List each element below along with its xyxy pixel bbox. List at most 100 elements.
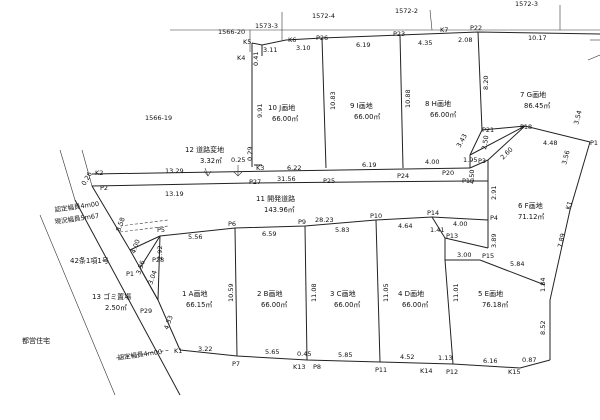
dim-0-29: 0.29 [246,147,254,161]
pt-p19: P19 [462,177,474,185]
pt-p14: P14 [427,209,439,217]
road-route: 42条1項1号 [70,256,109,265]
dim-4-48: 4.48 [543,139,557,147]
lot-e-label: 5 E画地 [478,289,503,298]
dimension-labels: 3.11 3.10 6.19 4.35 2.08 10.17 0.41 9.91… [80,34,584,365]
pt-p8: P8 [313,363,321,371]
dim-5-65: 5.65 [265,348,279,356]
parcel-1566-19: 1566-19 [145,114,172,122]
dim-2-08: 2.08 [458,36,472,44]
pt-p6: P6 [228,220,236,228]
dim-3-22: 3.22 [198,345,212,353]
lot-g-area: 86.45㎡ [524,101,550,110]
lot-c-area: 66.00㎡ [334,300,360,309]
dim-0-41: 0.41 [252,52,260,66]
lot-i-label: 9 I画地 [350,101,373,110]
parcel-1572-4: 1572-4 [312,12,335,20]
pt-k1-right: K1 [564,200,574,210]
pt-p25: P25 [323,177,335,185]
dim-6-22: 6.22 [287,164,301,172]
pt-k15: K15 [508,368,521,376]
parcel-1572-3: 1572-3 [515,0,538,8]
lot-h-label: 8 H画地 [425,99,451,108]
dim-11-05: 11.05 [382,283,390,302]
dim-4-00: 4.00 [425,158,439,166]
pt-p11: P11 [375,366,387,374]
dim-4-52: 4.52 [400,353,414,361]
dim-2-50: 2.50 [480,135,490,151]
dim-5-84: 5.84 [510,260,524,268]
pt-k5: K5 [243,38,251,46]
lot-a-label: 1 A画地 [182,289,207,298]
dim-10-59: 10.59 [227,283,235,302]
dim-11-08: 11.08 [310,283,318,302]
boundary-lines [39,31,600,396]
lot-b-label: 2 B画地 [257,289,282,298]
dimension-marks [115,45,263,359]
dim-4-50: 4.50 [468,170,476,184]
dim-9-91: 9.91 [256,104,264,118]
lot-f-label: 6 F画地 [518,201,543,210]
dim-4-64: 4.64 [398,222,412,230]
pt-k2: K2 [95,169,103,177]
dim-3-89: 3.89 [490,234,498,248]
parcel-1573-3: 1573-3 [255,22,278,30]
lot-c-label: 3 C画地 [330,289,356,298]
dim-0-45: 0.45 [297,350,311,358]
pt-p18: P18 [520,123,532,131]
dim-4-00b: 4.00 [453,220,467,228]
dim-3-04: 3.04 [146,269,158,285]
lot-12-area: 3.32㎡ [200,156,222,165]
pt-p24: P24 [397,172,409,180]
dim-7-89: 7.89 [556,233,567,249]
lot-labels: 10 J画地 66.00㎡ 9 I画地 66.00㎡ 8 H画地 66.00㎡ … [92,90,550,312]
pt-k4: K4 [237,54,245,62]
dim-8-58: 8.58 [114,216,126,232]
dim-10-83: 10.83 [329,91,337,110]
dim-4-00c: 4.00 [129,238,141,254]
dim-5-85: 5.85 [338,351,352,359]
pt-p17: P1 [590,139,598,147]
pt-p3: P3 [478,157,486,165]
parcel-1572-2: 1572-2 [395,7,418,15]
pt-p23-top: P23 [393,30,405,38]
pt-p29: P29 [140,307,152,315]
dim-10-17: 10.17 [528,34,547,42]
dim-6-19b: 6.19 [362,161,376,169]
lot-j-area: 66.00㎡ [272,114,298,123]
dim-28-23: 28.23 [315,216,334,224]
dim-11-01: 11.01 [452,283,460,302]
dim-3-00: 3.00 [457,251,471,259]
lot-g-label: 7 G画地 [520,90,546,99]
outer-parcel-labels: 1566-20 1573-3 1572-4 1572-2 1572-3 1566… [145,0,538,122]
dim-6-16: 6.16 [483,357,497,365]
lot-e-area: 76.18㎡ [482,300,508,309]
dim-1-95: 1.95 [463,156,477,164]
dim-6-19: 6.19 [356,41,370,49]
dim-4-33: 4.33 [162,314,174,330]
lot-13-label: 13 ゴミ置場 [92,292,131,301]
dim-1-13: 1.13 [438,354,452,362]
dim-3-56: 3.56 [560,149,571,165]
lot-j-label: 10 J画地 [268,103,295,112]
pt-p26: P26 [316,34,328,42]
pt-p7: P7 [232,360,240,368]
pt-p22: P22 [470,24,482,32]
pt-p20: P20 [442,169,454,177]
road-width-2: 認定幅員4m00 [117,347,163,362]
lot-11-area: 143.96㎡ [264,205,295,214]
dim-31-56: 31.56 [277,175,296,183]
pt-k7: K7 [440,26,448,34]
pt-p1: P1 [126,270,134,278]
dim-2-91: 2.91 [490,186,498,200]
dim-13-19: 13.19 [165,190,184,198]
dim-3-43: 3.43 [455,132,469,149]
lot-a-area: 66.15㎡ [186,300,212,309]
dim-6-59: 6.59 [262,230,276,238]
municipal-housing-label: 都営住宅 [22,336,50,345]
dim-5-56: 5.56 [188,233,202,241]
dim-3-10: 3.10 [296,44,310,52]
pt-p4: P4 [490,214,498,222]
pt-p15: P15 [482,252,494,260]
